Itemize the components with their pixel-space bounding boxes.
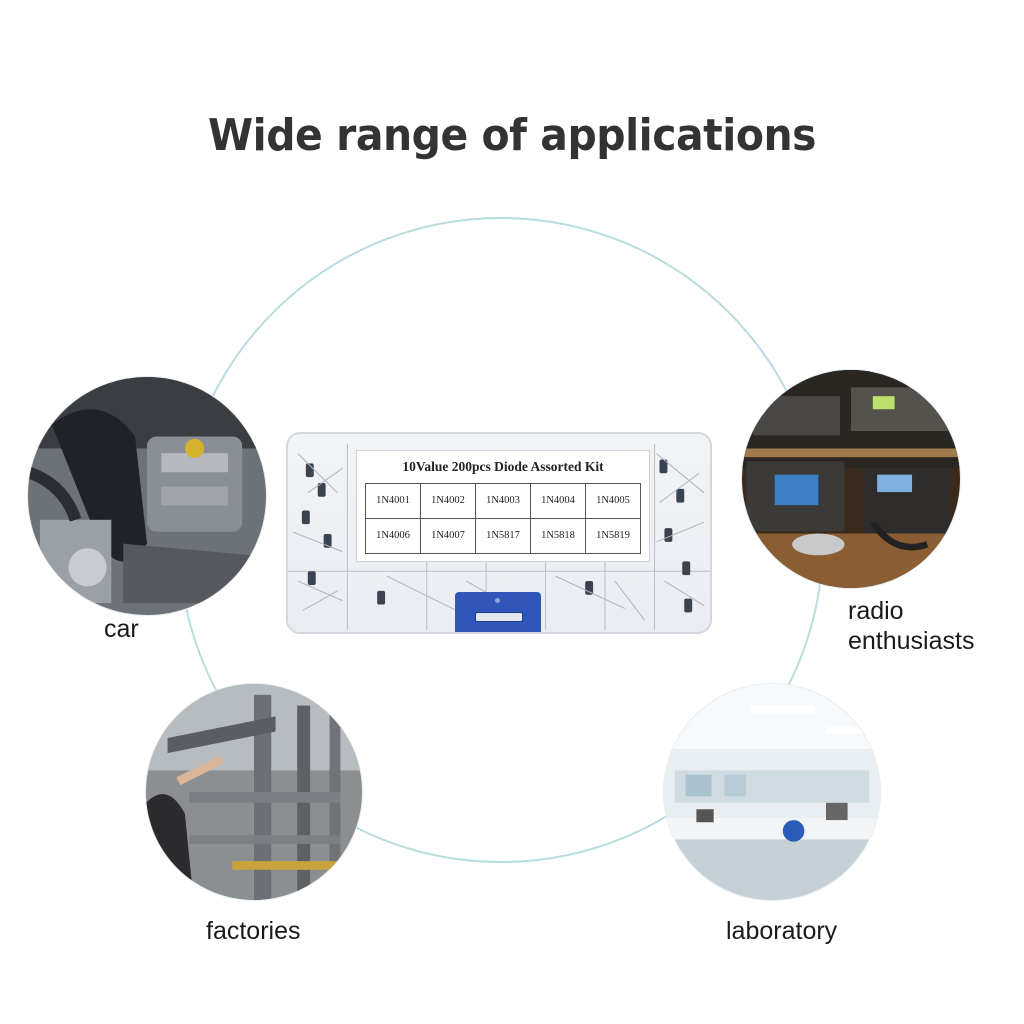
factory-photo xyxy=(146,684,362,900)
label-radio-text: radio enthusiasts xyxy=(848,597,975,655)
kit-model-cell: 1N4004 xyxy=(531,484,586,519)
radio-equipment-photo xyxy=(742,370,960,588)
label-laboratory: laboratory xyxy=(726,917,838,945)
page-title: Wide range of applications xyxy=(207,110,817,161)
label-car: car xyxy=(104,615,139,643)
car-engine-photo xyxy=(28,377,266,615)
kit-model-cell: 1N5818 xyxy=(531,519,586,554)
kit-title: 10Value 200pcs Diode Assorted Kit xyxy=(402,459,604,474)
laboratory-photo xyxy=(664,684,880,900)
diode-kit-box: 10Value 200pcs Diode Assorted Kit 1N4001… xyxy=(286,432,712,634)
kit-model-cell: 1N4002 xyxy=(421,484,476,519)
kit-model-cell: 1N4003 xyxy=(476,484,531,519)
label-factories: factories xyxy=(206,917,301,945)
kit-model-cell: 1N4006 xyxy=(366,519,421,554)
kit-model-cell: 1N4005 xyxy=(586,484,641,519)
kit-model-cell: 1N5819 xyxy=(586,519,641,554)
box-clasp xyxy=(455,592,541,632)
kit-model-cell: 1N5817 xyxy=(476,519,531,554)
kit-model-cell: 1N4007 xyxy=(421,519,476,554)
clasp-slot xyxy=(475,612,523,622)
label-radio-enthusiasts: radio enthusiasts xyxy=(848,596,974,656)
clasp-indicator-dot xyxy=(495,598,500,603)
kit-model-grid: 1N4001 1N4002 1N4003 1N4004 1N4005 1N400… xyxy=(365,483,641,554)
kit-model-cell: 1N4001 xyxy=(366,484,421,519)
kit-label-card: 10Value 200pcs Diode Assorted Kit 1N4001… xyxy=(356,450,650,562)
